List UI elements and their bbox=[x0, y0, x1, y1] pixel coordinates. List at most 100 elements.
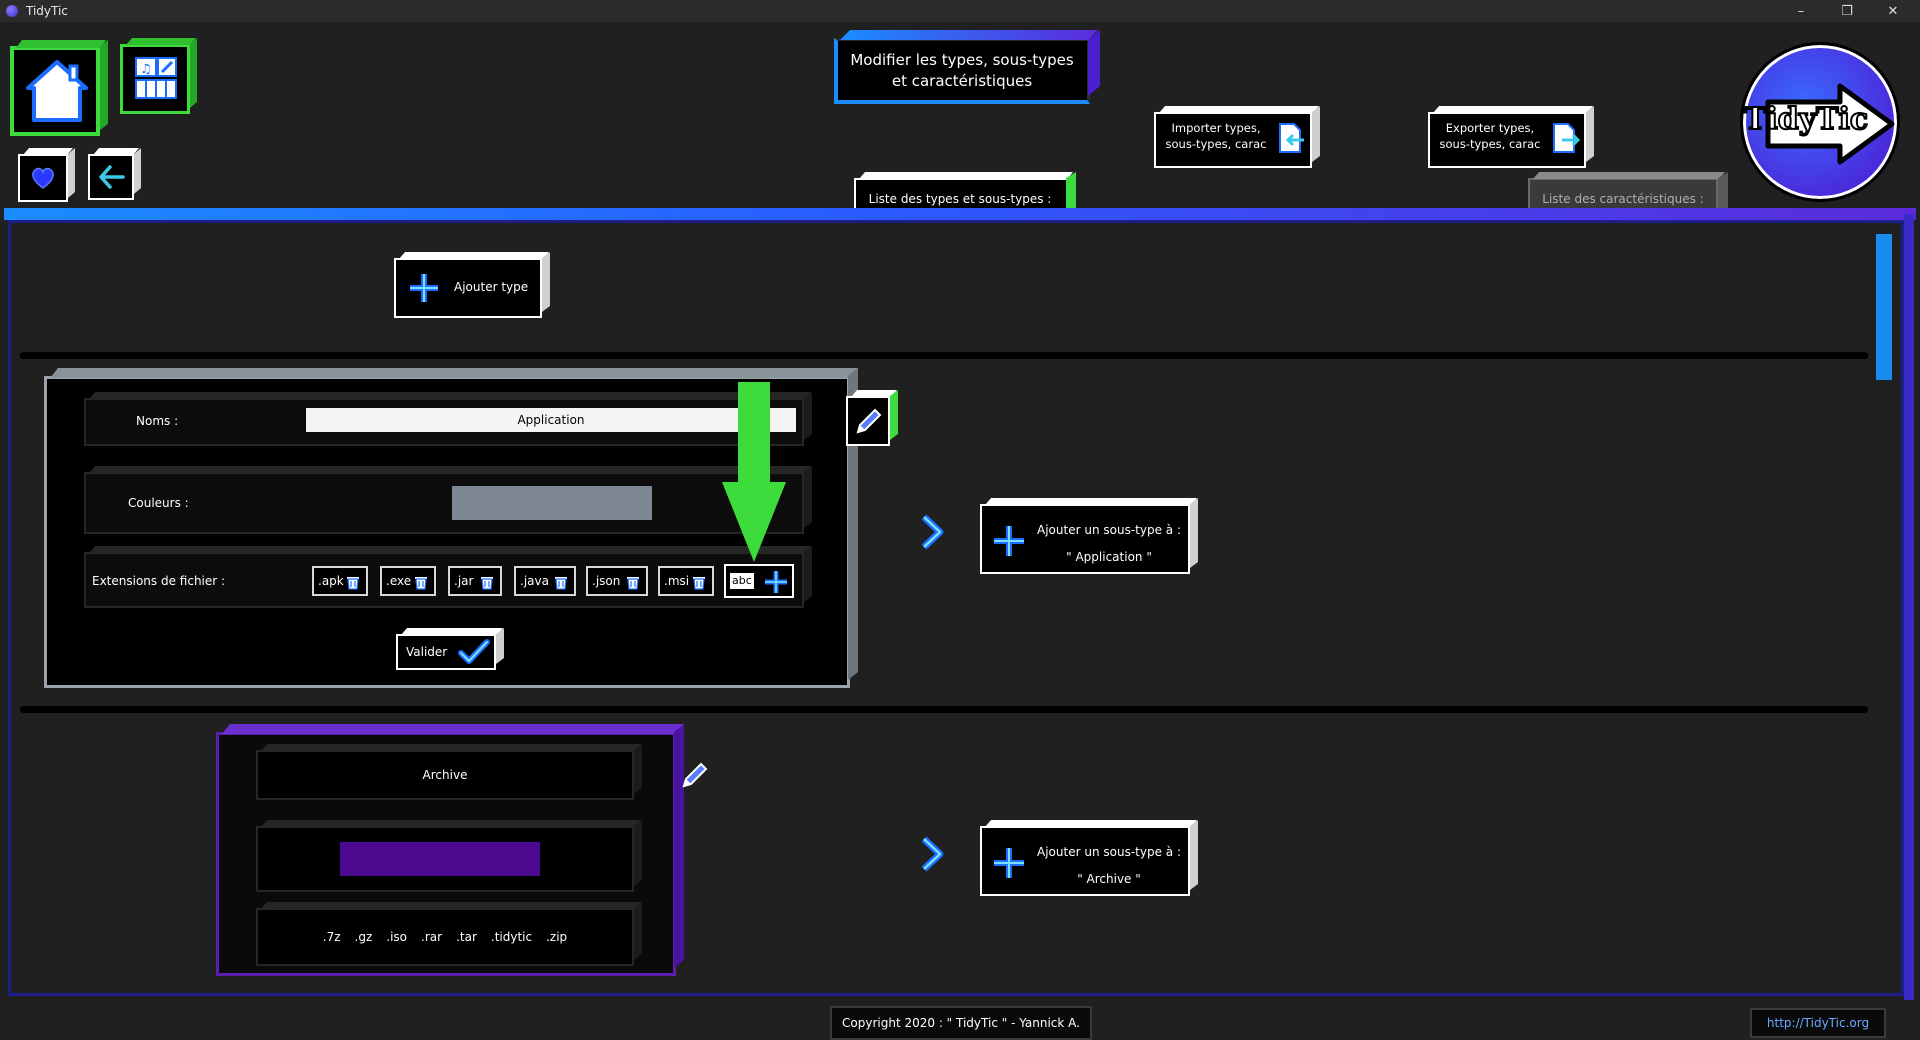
chevron-right-icon[interactable] bbox=[918, 514, 948, 550]
media-library-button[interactable]: ♫ bbox=[120, 38, 196, 114]
delete-extension-icon[interactable] bbox=[478, 573, 496, 591]
import-icon bbox=[1279, 123, 1304, 153]
archive-extension: .7z bbox=[322, 930, 341, 944]
logo-arrow-icon bbox=[1765, 83, 1895, 165]
archive-extension: .tar bbox=[456, 930, 477, 944]
name-input[interactable]: Application bbox=[306, 408, 796, 432]
export-icon bbox=[1553, 123, 1580, 153]
color-swatch[interactable] bbox=[452, 486, 652, 520]
website-link[interactable]: http://TidyTic.org bbox=[1766, 1016, 1870, 1030]
plus-icon bbox=[410, 274, 438, 302]
archive-color-swatch bbox=[340, 842, 540, 876]
delete-extension-icon[interactable] bbox=[624, 573, 642, 591]
import-label-line2: sous-types, carac bbox=[1165, 137, 1267, 151]
tabs-baseline bbox=[4, 208, 1916, 220]
validate-button[interactable]: Valider bbox=[396, 628, 504, 670]
add-subtype-line2: " Application " bbox=[1066, 550, 1152, 564]
import-label-line1: Importer types, bbox=[1171, 121, 1261, 135]
delete-extension-icon[interactable] bbox=[412, 573, 430, 591]
import-button[interactable]: Importer types, sous-types, carac bbox=[1154, 106, 1320, 168]
tab-characteristics-label: Liste des caractéristiques : bbox=[1542, 192, 1704, 206]
plus-icon bbox=[994, 526, 1024, 556]
archive-extension: .iso bbox=[386, 930, 408, 944]
extension-chip: .json bbox=[586, 566, 648, 596]
add-subtype-archive-button[interactable]: Ajouter un sous-type à : " Archive " bbox=[980, 820, 1198, 896]
add-type-label: Ajouter type bbox=[454, 280, 529, 294]
export-button[interactable]: Exporter types, sous-types, carac bbox=[1428, 106, 1594, 168]
extension-name: .apk bbox=[318, 574, 344, 588]
archive-extension: .tidytic bbox=[490, 930, 533, 944]
archive-extension: .zip bbox=[546, 930, 568, 944]
green-down-arrow-icon bbox=[722, 382, 786, 562]
close-button[interactable]: ✕ bbox=[1887, 3, 1899, 19]
favorite-button[interactable] bbox=[18, 148, 74, 202]
edit-type-button[interactable] bbox=[846, 390, 898, 448]
add-type-button[interactable]: Ajouter type bbox=[394, 252, 550, 318]
page-title-line1: Modifier les types, sous-types bbox=[850, 51, 1074, 69]
vertical-scrollbar[interactable] bbox=[1876, 234, 1892, 380]
home-icon bbox=[26, 60, 88, 122]
media-icon: ♫ bbox=[135, 57, 177, 99]
extension-name: .java bbox=[520, 574, 549, 588]
extension-chip: .msi bbox=[658, 566, 714, 596]
new-extension-input[interactable]: abc bbox=[730, 573, 754, 589]
extension-chip: .jar bbox=[448, 566, 502, 596]
svg-text:♫: ♫ bbox=[140, 62, 152, 77]
page-title-box: Modifier les types, sous-types et caract… bbox=[834, 30, 1100, 104]
copyright-text: Copyright 2020 : " TidyTic " - Yannick A… bbox=[842, 1016, 1080, 1030]
separator bbox=[20, 706, 1868, 713]
minimize-button[interactable]: – bbox=[1797, 3, 1805, 19]
export-label-line2: sous-types, carac bbox=[1439, 137, 1541, 151]
extension-chip: .java bbox=[514, 566, 576, 596]
delete-extension-icon[interactable] bbox=[690, 573, 708, 591]
tab-types-label: Liste des types et sous-types : bbox=[868, 192, 1052, 206]
panel-right-edge bbox=[1904, 214, 1914, 1000]
separator bbox=[20, 352, 1868, 359]
extension-name: .json bbox=[592, 574, 621, 588]
color-label: Couleurs : bbox=[128, 496, 189, 510]
checkmark-icon bbox=[458, 639, 490, 664]
extension-chip: .apk bbox=[312, 566, 368, 596]
add-subtype-line2: " Archive " bbox=[1077, 872, 1141, 886]
extensions-label: Extensions de fichier : bbox=[92, 574, 226, 588]
extension-name: .exe bbox=[386, 574, 412, 588]
plus-icon bbox=[994, 848, 1024, 878]
name-row: Noms : Application bbox=[84, 392, 814, 446]
archive-extensions-row: .7z .gz .iso .rar .tar .tidytic .zip bbox=[256, 902, 644, 966]
page-title-line2: et caractéristiques bbox=[891, 72, 1033, 90]
validate-label: Valider bbox=[406, 645, 448, 659]
website-link-box: http://TidyTic.org bbox=[1750, 1008, 1886, 1038]
archive-color-row bbox=[256, 820, 644, 892]
copyright-footer: Copyright 2020 : " TidyTic " - Yannick A… bbox=[830, 1006, 1092, 1040]
window-title: TidyTic bbox=[26, 4, 68, 18]
add-extension-icon[interactable] bbox=[764, 570, 788, 594]
logo-text: TidyTic bbox=[1743, 101, 1869, 138]
delete-extension-icon[interactable] bbox=[344, 573, 362, 591]
window-titlebar: TidyTic – ❐ ✕ bbox=[0, 0, 1920, 22]
back-button[interactable] bbox=[88, 148, 140, 200]
name-label: Noms : bbox=[136, 414, 179, 428]
new-extension-field: abc bbox=[724, 564, 794, 598]
tidytic-logo: TidyTic bbox=[1740, 42, 1900, 202]
archive-name-row: Archive bbox=[256, 744, 644, 800]
restore-button[interactable]: ❐ bbox=[1841, 3, 1853, 19]
chevron-right-icon[interactable] bbox=[918, 836, 948, 872]
archive-extension: .gz bbox=[354, 930, 373, 944]
delete-extension-icon[interactable] bbox=[552, 573, 570, 591]
add-subtype-line1: Ajouter un sous-type à : bbox=[1037, 523, 1181, 537]
pencil-icon[interactable] bbox=[680, 760, 710, 790]
archive-extension: .rar bbox=[421, 930, 443, 944]
color-row: Couleurs : bbox=[84, 466, 814, 534]
app-icon bbox=[6, 5, 18, 17]
name-input-value: Application bbox=[517, 413, 585, 427]
add-subtype-application-button[interactable]: Ajouter un sous-type à : " Application " bbox=[980, 498, 1198, 574]
extension-chip: .exe bbox=[380, 566, 436, 596]
archive-name: Archive bbox=[422, 768, 468, 782]
add-subtype-line1: Ajouter un sous-type à : bbox=[1037, 845, 1181, 859]
home-button[interactable] bbox=[10, 40, 106, 136]
heart-icon bbox=[32, 167, 54, 189]
pencil-icon bbox=[856, 408, 882, 434]
back-arrow-icon bbox=[99, 165, 125, 189]
export-label-line1: Exporter types, bbox=[1445, 121, 1535, 135]
extension-name: .jar bbox=[454, 574, 474, 588]
